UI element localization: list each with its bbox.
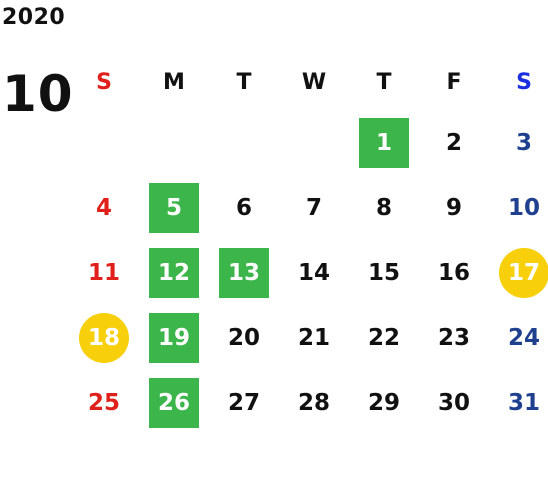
- day-cell-14[interactable]: 14: [279, 240, 349, 305]
- day-cell-2[interactable]: 2: [419, 110, 489, 175]
- day-number: 26: [157, 389, 190, 416]
- day-cell-4[interactable]: 4: [69, 175, 139, 240]
- day-number: 1: [375, 129, 392, 156]
- day-number: 17: [507, 259, 540, 286]
- day-cell-21[interactable]: 21: [279, 305, 349, 370]
- weekday-header-sunday: S: [96, 69, 112, 95]
- day-number: 18: [87, 324, 120, 351]
- day-number: 16: [437, 259, 470, 286]
- day-number: 22: [367, 324, 400, 351]
- day-cell-1[interactable]: 1: [349, 110, 419, 175]
- day-number: 11: [87, 259, 120, 286]
- day-number: 8: [375, 194, 392, 221]
- day-number: 2: [445, 129, 462, 156]
- weekday-header-tuesday: T: [236, 69, 252, 95]
- empty-day-cell: [139, 110, 209, 175]
- day-cell-25[interactable]: 25: [69, 370, 139, 435]
- day-number: 21: [297, 324, 330, 351]
- day-cell-15[interactable]: 15: [349, 240, 419, 305]
- day-number: 29: [367, 389, 400, 416]
- day-cell-16[interactable]: 16: [419, 240, 489, 305]
- day-number: 13: [227, 259, 260, 286]
- day-cell-7[interactable]: 7: [279, 175, 349, 240]
- day-cell-9[interactable]: 9: [419, 175, 489, 240]
- day-number: 10: [507, 194, 540, 221]
- day-number: 12: [157, 259, 190, 286]
- weekday-header-monday: M: [163, 69, 185, 95]
- day-cell-29[interactable]: 29: [349, 370, 419, 435]
- day-cell-8[interactable]: 8: [349, 175, 419, 240]
- day-cell-20[interactable]: 20: [209, 305, 279, 370]
- day-number: 9: [445, 194, 462, 221]
- day-number: 14: [297, 259, 330, 286]
- day-number: 7: [305, 194, 322, 221]
- day-cell-18[interactable]: 18: [69, 305, 139, 370]
- day-cell-19[interactable]: 19: [139, 305, 209, 370]
- day-number: 3: [515, 129, 532, 156]
- day-number: 23: [437, 324, 470, 351]
- day-cell-28[interactable]: 28: [279, 370, 349, 435]
- day-number: 30: [437, 389, 470, 416]
- day-cell-12[interactable]: 12: [139, 240, 209, 305]
- empty-day-cell: [209, 110, 279, 175]
- day-cell-11[interactable]: 11: [69, 240, 139, 305]
- day-number: 4: [95, 194, 112, 221]
- day-number: 24: [507, 324, 540, 351]
- day-number: 20: [227, 324, 260, 351]
- day-number: 27: [227, 389, 260, 416]
- day-cell-27[interactable]: 27: [209, 370, 279, 435]
- day-number: 28: [297, 389, 330, 416]
- day-number: 15: [367, 259, 400, 286]
- weekday-header-thursday: T: [376, 69, 392, 95]
- day-cell-23[interactable]: 23: [419, 305, 489, 370]
- day-cell-3[interactable]: 3: [489, 110, 548, 175]
- day-number: 5: [165, 194, 182, 221]
- day-cell-17[interactable]: 17: [489, 240, 548, 305]
- day-number: 6: [235, 194, 252, 221]
- weekday-header-friday: F: [446, 69, 462, 95]
- day-cell-22[interactable]: 22: [349, 305, 419, 370]
- day-cell-26[interactable]: 26: [139, 370, 209, 435]
- weekday-header-wednesday: W: [301, 69, 327, 95]
- day-number: 31: [507, 389, 540, 416]
- day-number: 25: [87, 389, 120, 416]
- calendar-year: 2020: [2, 5, 66, 30]
- weekday-header-saturday: S: [516, 69, 532, 95]
- day-cell-6[interactable]: 6: [209, 175, 279, 240]
- day-cell-24[interactable]: 24: [489, 305, 548, 370]
- day-cell-5[interactable]: 5: [139, 175, 209, 240]
- empty-day-cell: [69, 110, 139, 175]
- day-cell-10[interactable]: 10: [489, 175, 548, 240]
- day-cell-30[interactable]: 30: [419, 370, 489, 435]
- day-number: 19: [157, 324, 190, 351]
- calendar-month-number: 10: [2, 65, 74, 123]
- empty-day-cell: [279, 110, 349, 175]
- day-cell-31[interactable]: 31: [489, 370, 548, 435]
- day-cell-13[interactable]: 13: [209, 240, 279, 305]
